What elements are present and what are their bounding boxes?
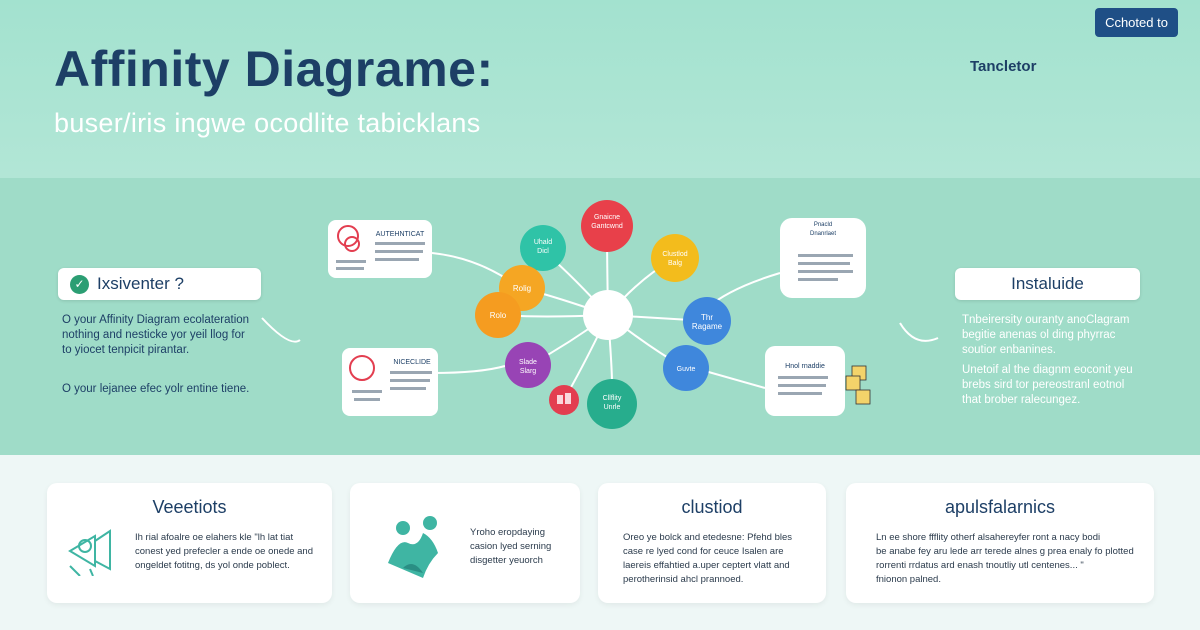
- card-1-title: Veeetiots: [152, 497, 227, 517]
- callout-bottom-left: NICECLIDE: [342, 348, 438, 416]
- node-crimson: [549, 385, 579, 415]
- callout-top-left-title: AUTEHNTICAT: [376, 231, 425, 238]
- teamwork-figures-icon: [388, 516, 438, 578]
- page-subtitle: buser/iris ingwe ocodlite tabicklans: [54, 108, 481, 138]
- check-icon: ✓: [70, 274, 89, 294]
- callout-top-left: AUTEHNTICAT: [328, 220, 432, 278]
- node-blue-small-label: Guvte: [677, 366, 696, 373]
- card-2: Yroho eropdaying casion lyed serning dis…: [350, 483, 580, 603]
- right-pill-label: Instaluide: [1011, 274, 1084, 293]
- card-2-body: Yroho eropdaying casion lyed serning dis…: [470, 527, 552, 566]
- left-pill[interactable]: ✓ Ixsiventer ?: [58, 268, 261, 300]
- node-orange-a-label: Rolig: [513, 284, 531, 293]
- people-icon-2: [349, 355, 375, 381]
- node-orange-b: Rolo: [475, 292, 521, 338]
- right-pill[interactable]: Instaluide: [955, 268, 1140, 300]
- top-link[interactable]: Tancletor: [970, 58, 1037, 75]
- central-hub: [583, 290, 633, 340]
- callout-bottom-right-title: Hnol rnaddie: [785, 363, 825, 370]
- header: Affinity Diagrame: buser/iris ingwe ocod…: [0, 0, 1200, 178]
- sticky-notes-icon: [845, 365, 871, 405]
- right-paragraph-1: Tnbeirersity ouranty anoClagram begitie …: [962, 314, 1130, 356]
- right-paragraph-2: Unetoif al the diagnm eoconit yeu brebs …: [962, 364, 1133, 406]
- card-1: Veeetiots Ih rial afoalre oe elahers kle…: [47, 483, 332, 603]
- card-4-title: apulsfalarnics: [944, 497, 1056, 517]
- card-1-body: Ih rial afoalre oe elahers kle "lh lat t…: [135, 532, 313, 571]
- node-blue-small: Guvte: [663, 345, 709, 391]
- page-title: Affinity Diagrame:: [54, 41, 494, 97]
- card-3: clustiod Oreo ye bolck and etedesne: Pfe…: [598, 483, 826, 603]
- node-orange-b-label: Rolo: [490, 311, 507, 320]
- card-3-body: Oreo ye bolck and etedesne: Pfehd bles c…: [623, 532, 793, 585]
- card-4-body: Ln ee shore ffflity otherf alsahereyfer …: [876, 532, 1134, 585]
- card-3-title: clustiod: [681, 497, 743, 517]
- card-4: apulsfalarnics Ln ee shore ffflity other…: [846, 483, 1154, 603]
- megaphone-icon: [68, 529, 111, 576]
- callout-bottom-left-title: NICECLIDE: [393, 359, 431, 366]
- left-paragraph-1: O your Affinity Diagram ecolateration no…: [62, 314, 250, 356]
- people-icon: [337, 225, 359, 247]
- left-pill-label: Ixsiventer ?: [97, 274, 184, 293]
- left-paragraph-2: O your lejanee efec yolr entine tiene.: [62, 383, 250, 395]
- top-action-button[interactable]: Cchoted to: [1095, 8, 1178, 37]
- callout-bottom-right: Hnol rnaddie: [765, 346, 871, 416]
